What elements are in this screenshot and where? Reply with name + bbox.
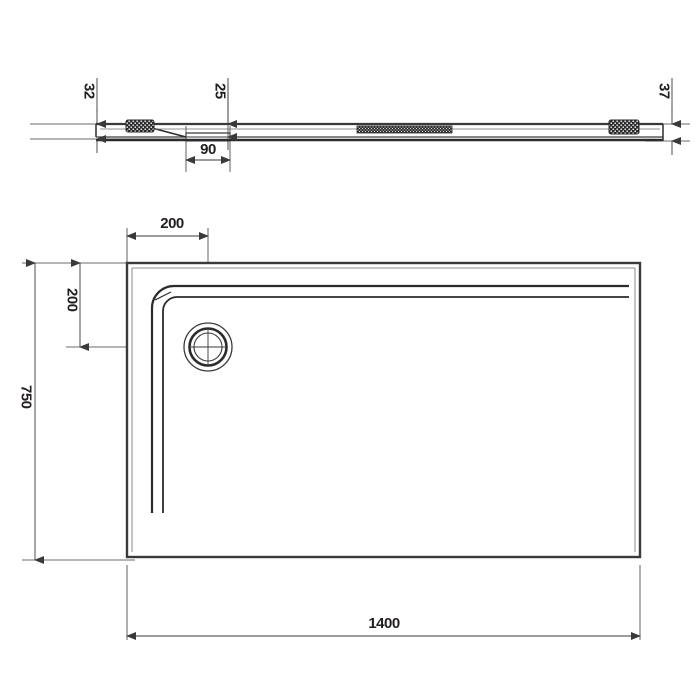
left-support-foot-icon: [125, 119, 155, 133]
dimension-height-32: 32: [81, 78, 106, 153]
tray-outline: [125, 261, 642, 559]
side-elevation-view: 32 25 90 37: [30, 78, 690, 172]
dimension-label-750: 750: [18, 385, 35, 409]
dimension-label-90: 90: [200, 141, 216, 158]
dimension-label-200-x: 200: [160, 215, 184, 232]
dimension-label-25: 25: [212, 83, 229, 99]
dimension-label-37: 37: [656, 83, 673, 99]
drain-centre-cross-icon: [191, 330, 225, 364]
dimension-overall-depth-750: 750: [18, 259, 44, 564]
tray-profile: [95, 122, 664, 142]
dimension-label-1400: 1400: [368, 615, 400, 632]
plan-view: 200 200 750 1400: [18, 215, 642, 640]
inner-basin-outline: [150, 284, 629, 513]
dimension-height-37: 37: [656, 78, 681, 155]
dimension-drain-offset-y-200: 200: [64, 259, 89, 351]
tray-rim-line: [131, 267, 636, 552]
dimension-label-32: 32: [81, 83, 98, 99]
dimension-height-25: 25: [212, 78, 237, 150]
dimension-width-90: 90: [185, 141, 231, 164]
dimension-overall-width-1400: 1400: [126, 615, 641, 640]
dimension-drain-offset-x-200: 200: [126, 215, 209, 240]
dimension-label-200-y: 200: [64, 288, 81, 312]
center-hatched-band-icon: [356, 125, 453, 134]
right-support-foot-icon: [608, 119, 640, 135]
